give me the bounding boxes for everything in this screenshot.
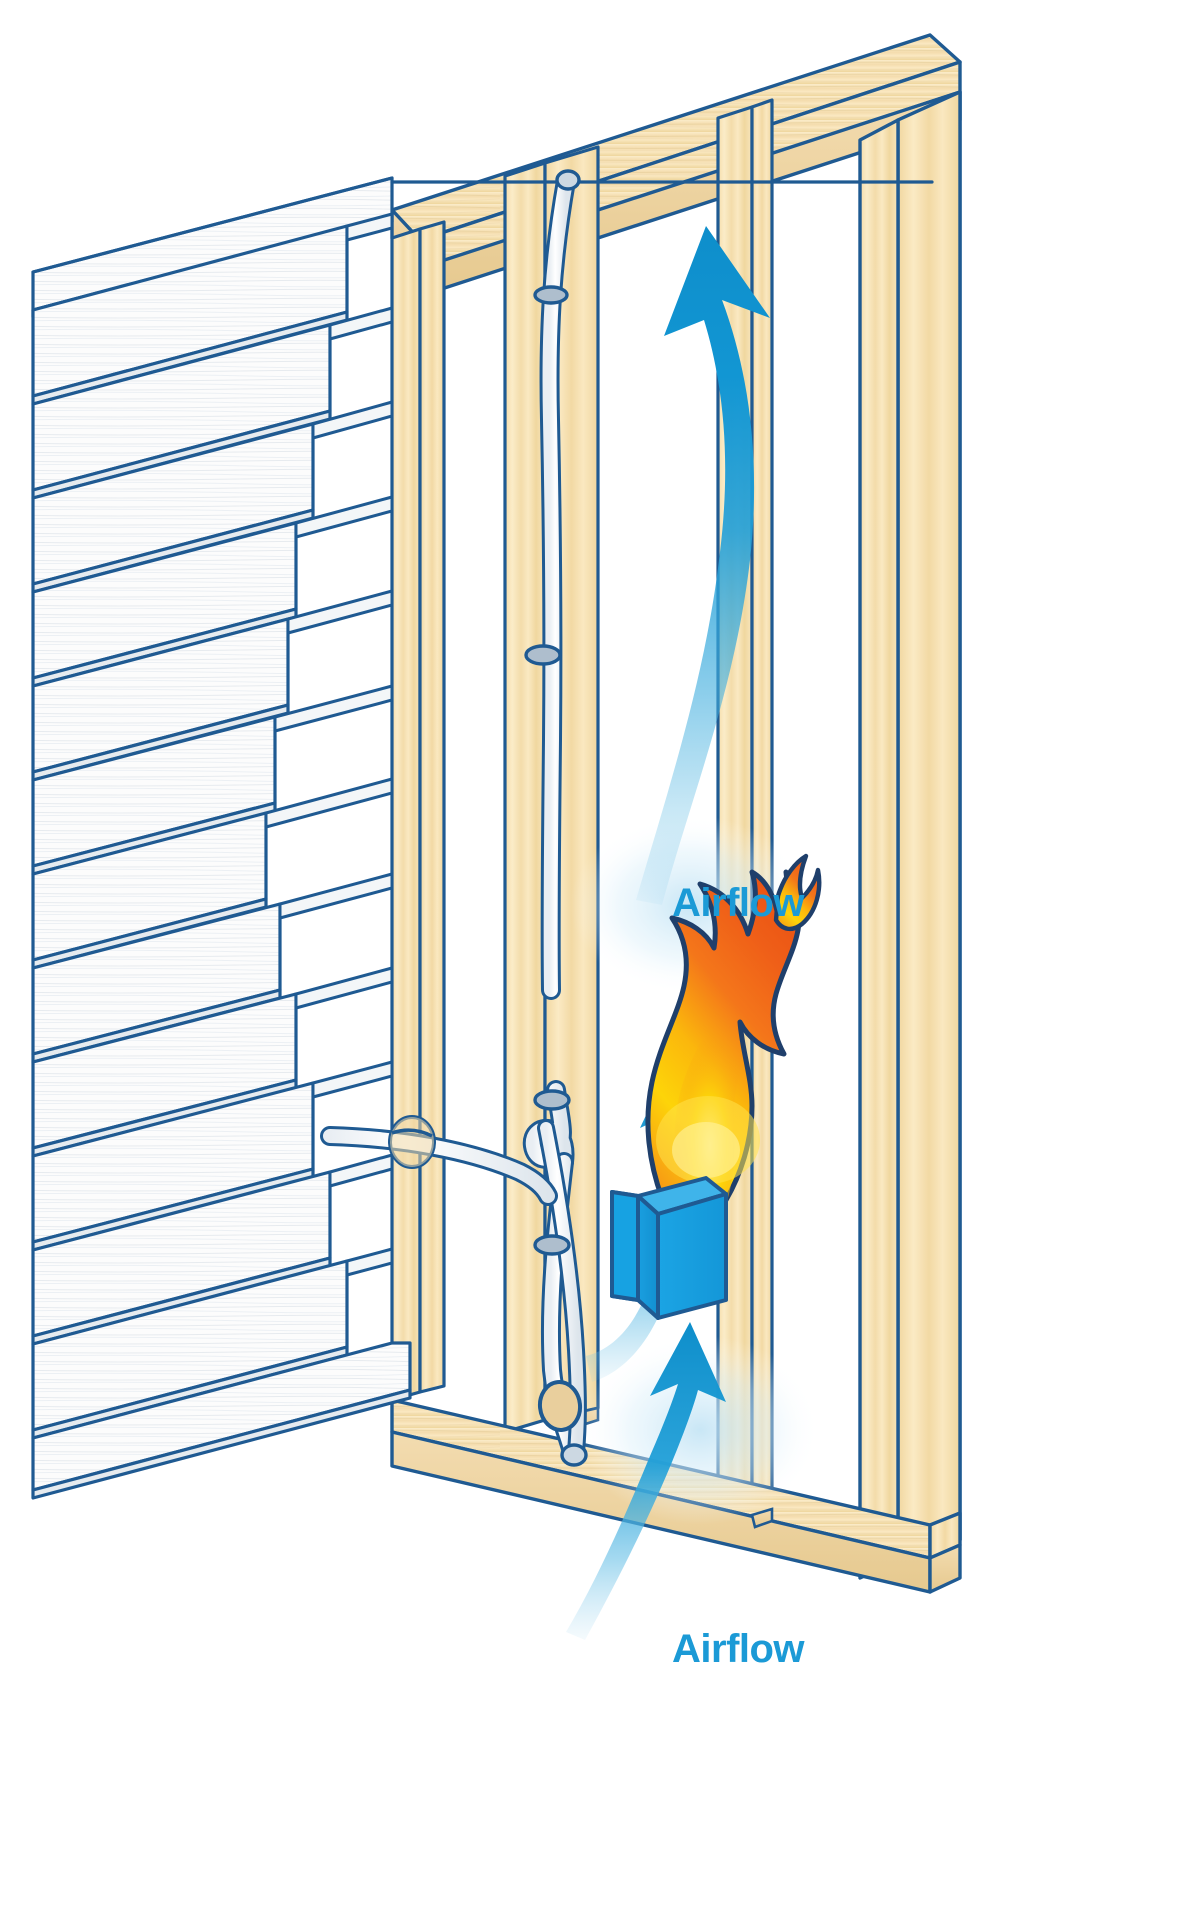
cable-staples — [524, 285, 571, 1256]
lower-upward-airflow-arrow — [566, 1322, 726, 1640]
cable-horizontal-run — [320, 1126, 558, 1206]
cable-end-caps — [555, 169, 588, 1467]
flame — [645, 853, 822, 1203]
airflow-label-upper-group: Airflow — [672, 881, 806, 925]
electrical-box-left-face — [610, 1190, 640, 1302]
airflow-label-lower: Airflow — [672, 1627, 805, 1671]
airflow-label-upper: Airflow — [672, 881, 805, 925]
lap-siding-boards — [31, 176, 934, 1500]
cable-hole-through-stud — [388, 1115, 436, 1169]
siding-edge-steps — [264, 212, 394, 1277]
cable-hole-center-stud — [537, 1380, 583, 1432]
airflow-haze-lower — [580, 1335, 820, 1525]
large-upward-airflow-arrow — [636, 226, 770, 905]
right-corner-post — [858, 90, 962, 1580]
airflow-label-lower-group: Airflow — [672, 1627, 806, 1671]
corner-stud — [390, 220, 446, 1402]
